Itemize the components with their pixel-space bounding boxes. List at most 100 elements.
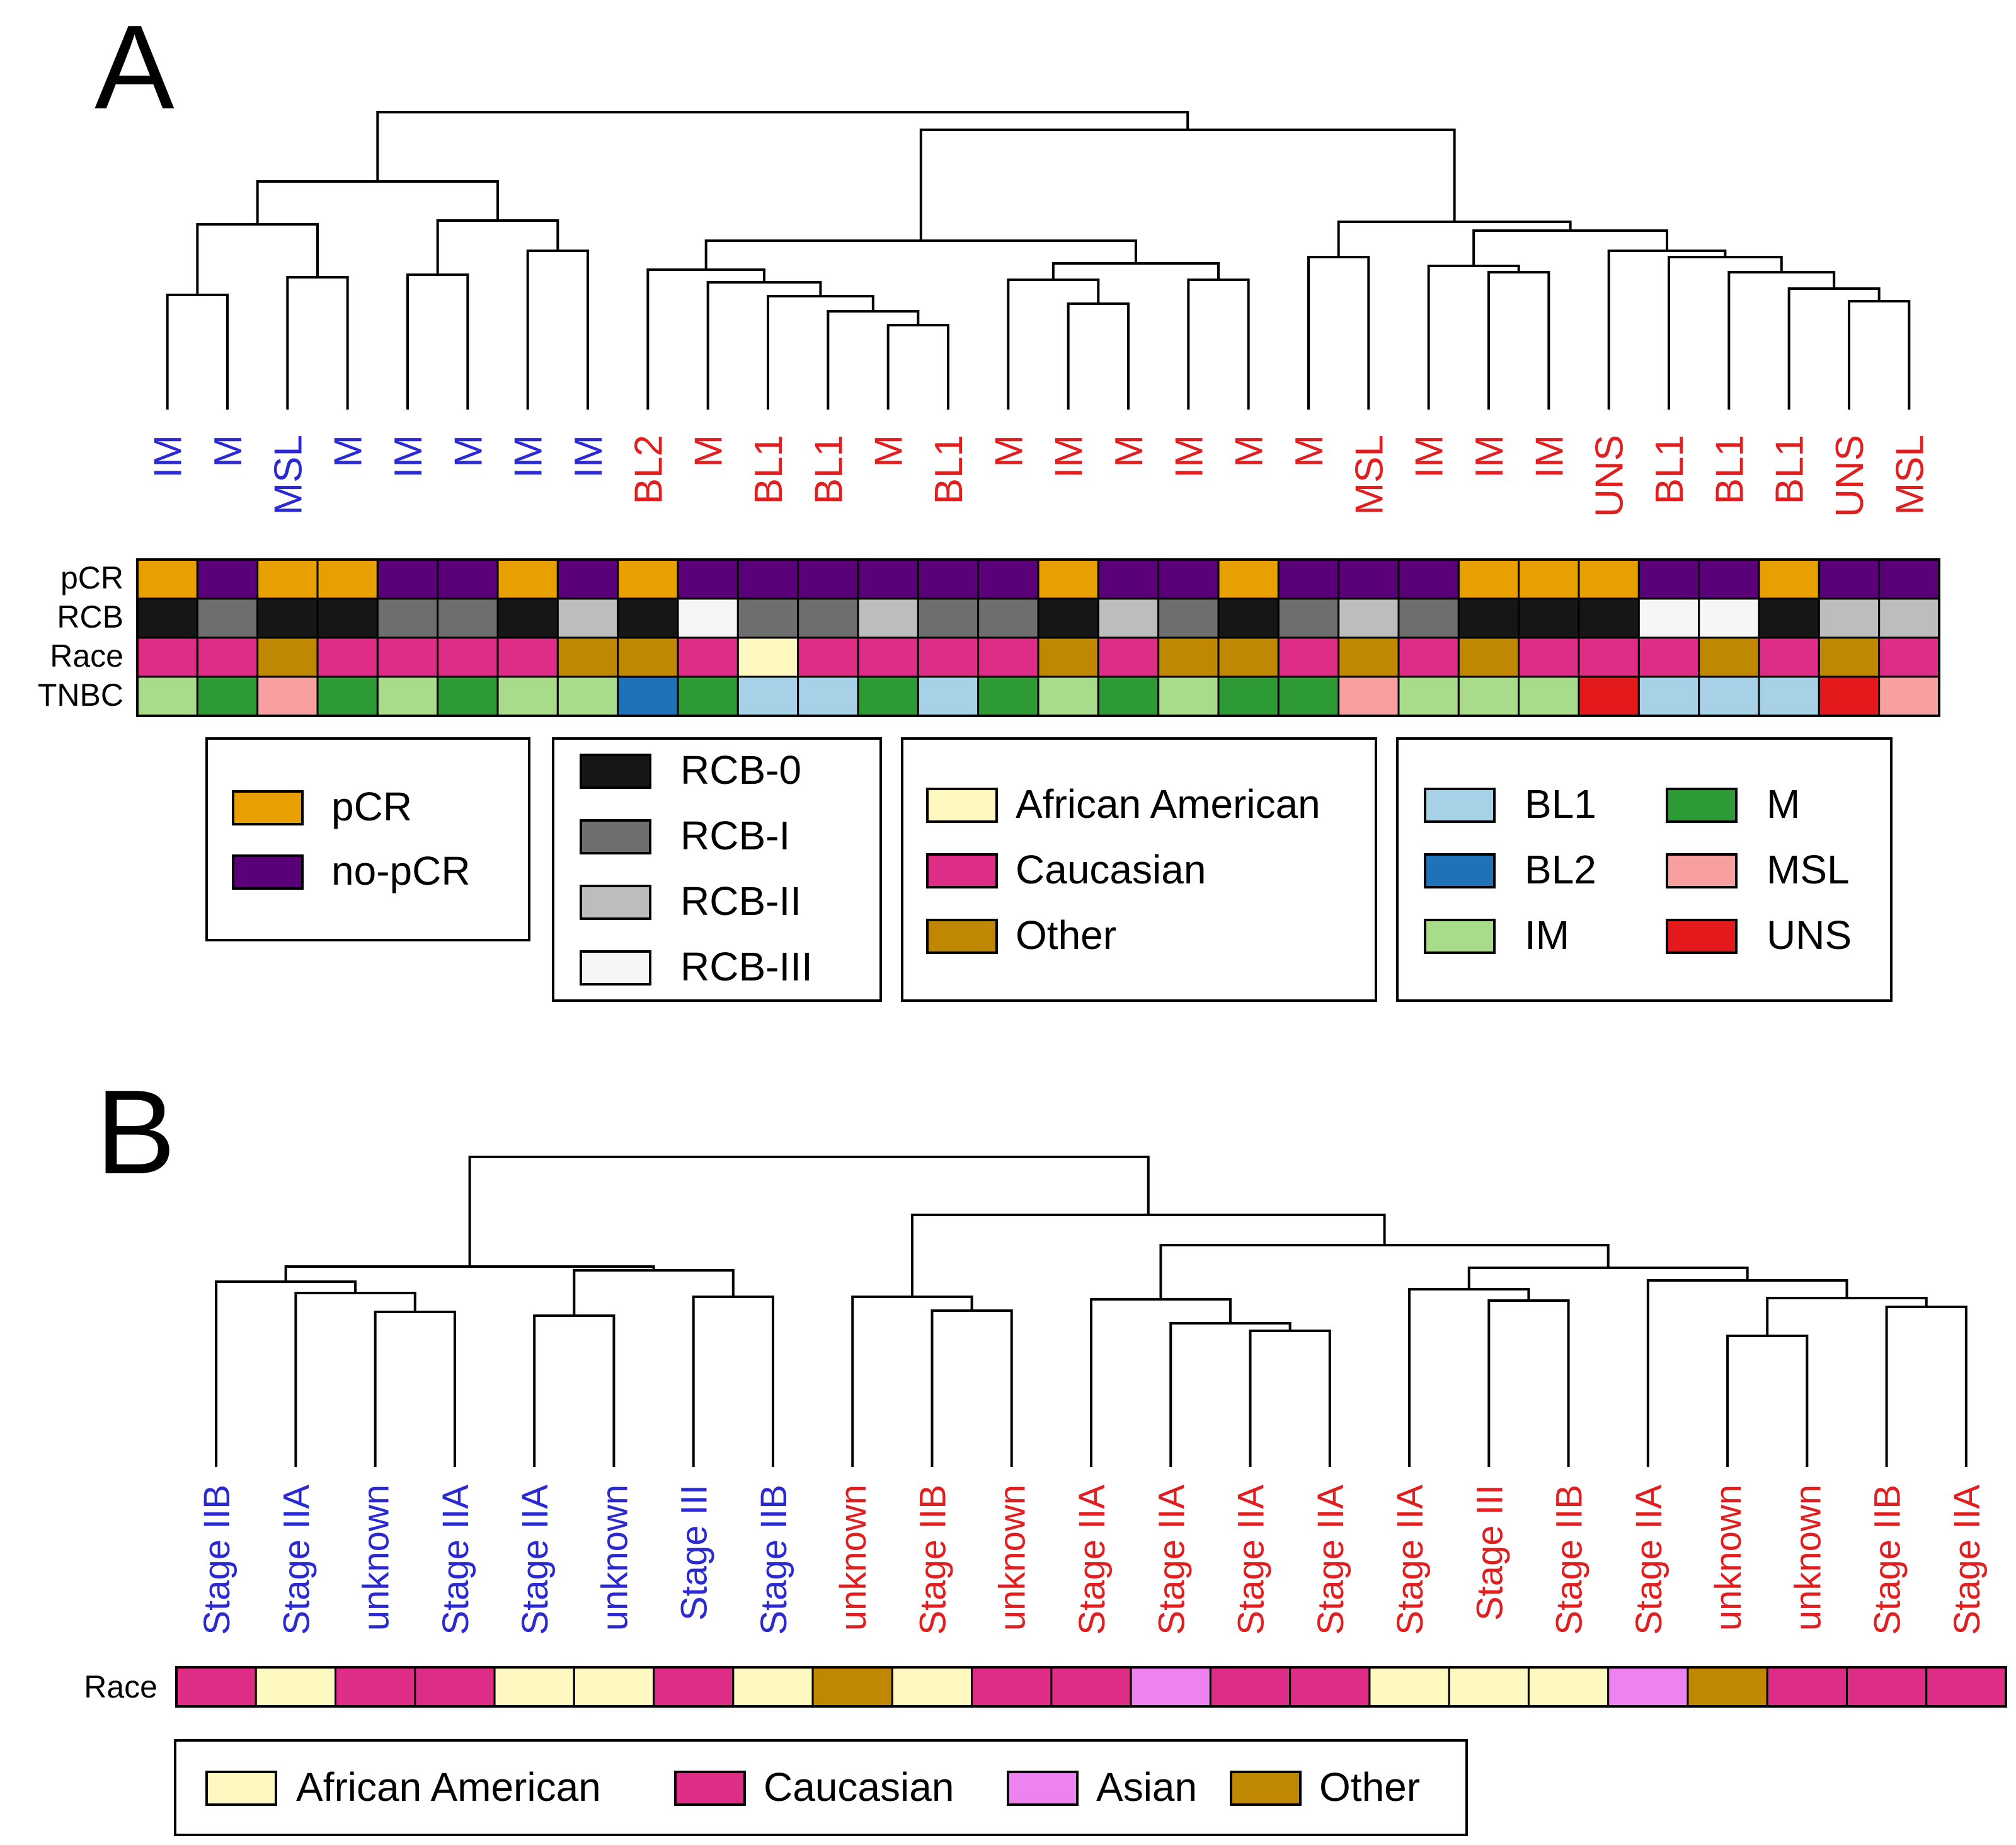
leaf-label-bl1: BL1 (927, 435, 971, 504)
cell-pcr-no-pcr (1637, 558, 1700, 600)
legend-swatch-african-american (205, 1771, 277, 1806)
legend-label-m: M (1767, 781, 1800, 827)
leaf-label-stage-iii: Stage III (674, 1485, 715, 1621)
cell-rcb-rcb-0 (1518, 597, 1580, 639)
cell-rcb-rcb-0 (1037, 597, 1099, 639)
track-label-pcr: pCR (60, 560, 123, 595)
leaf-label-stage-iia: Stage IIA (1310, 1485, 1351, 1635)
cell-tnbc-bl1 (1698, 675, 1760, 717)
cell-race-caucasian (1925, 1666, 2007, 1708)
cell-race-caucasian (1289, 1666, 1371, 1708)
cell-race-african-american (891, 1666, 973, 1708)
cell-tnbc-im (556, 675, 619, 717)
leaf-label-bl1: BL1 (807, 435, 850, 504)
legend-label-im: IM (1525, 912, 1569, 958)
legend-swatch-bl1 (1424, 788, 1496, 823)
cell-race-caucasian (797, 636, 859, 678)
legend-label-african-american: African American (1016, 781, 1320, 827)
legend-label-bl2: BL2 (1525, 847, 1596, 892)
dendrogram-link (1187, 279, 1250, 410)
legend-label-other: Other (1319, 1764, 1420, 1810)
leaf-label-stage-iii: Stage III (1469, 1485, 1510, 1621)
cell-rcb-rcb-ii (857, 597, 919, 639)
panel-b-dendrogram (215, 1156, 1967, 1467)
dendrogram-link (1726, 1335, 1809, 1467)
leaf-label-im: IM (567, 435, 610, 478)
dendrogram-link (406, 273, 469, 410)
dendrogram-link (374, 1311, 456, 1467)
leaf-label-im: IM (1528, 435, 1571, 478)
panel-b-track-label: Race (84, 1669, 158, 1704)
cell-pcr-no-pcr (376, 558, 439, 600)
dendrogram-link (196, 223, 319, 295)
track-label-tnbc: TNBC (38, 677, 123, 713)
dendrogram-link (1427, 265, 1520, 410)
cell-race-caucasian (496, 636, 559, 678)
cell-race-caucasian (653, 1666, 735, 1708)
dendrogram-link (294, 1292, 416, 1467)
cell-race-other (1687, 1666, 1768, 1708)
cell-rcb-rcb-ii (1337, 597, 1400, 639)
cell-race-caucasian (414, 1666, 496, 1708)
cell-pcr-no-pcr (797, 558, 859, 600)
leaf-label-stage-iib: Stage IIB (912, 1485, 953, 1635)
cell-rcb-rcb-i (437, 597, 499, 639)
cell-race-other (617, 636, 679, 678)
cell-rcb-rcb-i (1397, 597, 1460, 639)
cell-rcb-rcb-0 (1758, 597, 1820, 639)
dendrogram-link (1307, 256, 1370, 410)
cell-race-other (556, 636, 619, 678)
cell-tnbc-msl (1337, 675, 1400, 717)
legend-swatch-african-american (926, 788, 998, 823)
leaf-label-stage-iib: Stage IIB (1549, 1485, 1590, 1635)
dendrogram-link (1646, 1279, 1848, 1467)
cell-pcr-no-pcr (1097, 558, 1160, 600)
dendrogram-link (526, 250, 589, 410)
dendrogram-link (646, 268, 766, 410)
cell-race-other (1818, 636, 1881, 678)
cell-tnbc-uns (1818, 675, 1881, 717)
dendrogram-link (1885, 1306, 1967, 1467)
cell-rcb-rcb-0 (1217, 597, 1280, 639)
leaf-label-stage-iib: Stage IIB (753, 1485, 794, 1635)
cell-pcr-pcr (617, 558, 679, 600)
dendrogram-link (1408, 1288, 1530, 1467)
dendrogram-link (573, 1269, 735, 1316)
cell-race-african-american (255, 1666, 337, 1708)
cell-rcb-rcb-0 (316, 597, 379, 639)
dendrogram-link (284, 1265, 655, 1282)
leaf-label-bl1: BL1 (1768, 435, 1812, 504)
cell-tnbc-bl1 (917, 675, 980, 717)
dendrogram-link (851, 1296, 973, 1467)
cell-race-caucasian (1578, 636, 1640, 678)
cell-rcb-rcb-iii (1637, 597, 1700, 639)
dendrogram-link (1051, 262, 1220, 280)
legend-label-pcr: pCR (331, 784, 412, 829)
leaf-label-m: M (207, 435, 250, 468)
cell-tnbc-bl1 (1758, 675, 1820, 717)
legend-swatch-pcr (232, 790, 304, 825)
cell-race-caucasian (437, 636, 499, 678)
cell-pcr-pcr (1758, 558, 1820, 600)
legend-swatch-rcb-i (580, 819, 651, 854)
dendrogram-link (919, 129, 1456, 241)
cell-pcr-pcr (496, 558, 559, 600)
cell-race-caucasian (917, 636, 980, 678)
cell-race-african-american (732, 1666, 814, 1708)
cell-race-asian (1130, 1666, 1211, 1708)
cell-tnbc-im (1457, 675, 1520, 717)
legend-pcr (205, 737, 530, 941)
cell-tnbc-msl (1878, 675, 1940, 717)
legend-swatch-asian (1007, 1771, 1079, 1806)
cell-pcr-pcr (316, 558, 379, 600)
cell-pcr-no-pcr (736, 558, 799, 600)
dendrogram-link (1668, 256, 1783, 410)
leaf-label-uns: UNS (1588, 435, 1632, 517)
track-label-race: Race (50, 638, 123, 674)
cell-race-caucasian (1766, 1666, 1848, 1708)
dendrogram-link (1067, 302, 1130, 410)
cell-pcr-no-pcr (1277, 558, 1340, 600)
